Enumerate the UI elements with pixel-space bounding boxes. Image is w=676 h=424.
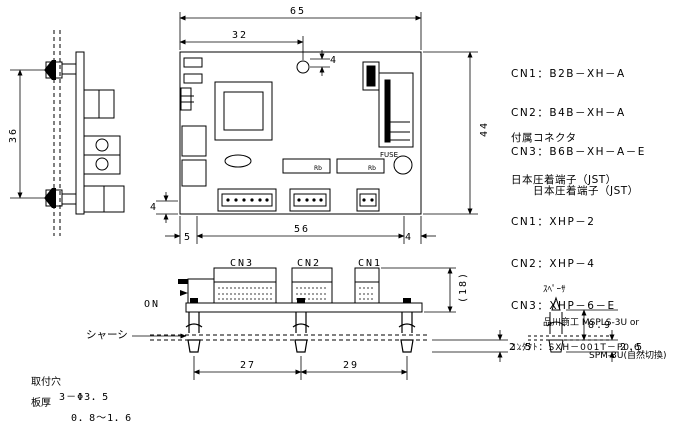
cn2-label: CN2 bbox=[297, 258, 321, 269]
pcb-outline bbox=[179, 51, 422, 215]
cn3-label: CN3 bbox=[230, 258, 254, 269]
spacer-note: ｽﾍﾟｰｻ 品川商工 MSPLS-3U or SPM-3U(自然切換) bbox=[543, 263, 667, 373]
dim-spacer-length: 8.9 bbox=[588, 320, 612, 331]
transformer bbox=[214, 81, 273, 141]
spacer-title: ｽﾍﾟｰｻ bbox=[543, 285, 566, 295]
accessory-contact: ｺﾝﾀｸﾄ：SXH－001T－P0.6 bbox=[511, 343, 641, 353]
dim-b: 29 bbox=[343, 360, 359, 371]
accessory-maker: 日本圧着端子（JST） bbox=[511, 174, 617, 186]
hole-label: 取付穴 bbox=[31, 377, 62, 388]
cn3-top bbox=[217, 188, 277, 212]
fuse-label: FUSE bbox=[380, 151, 398, 159]
mounting-hole-top bbox=[296, 60, 310, 74]
chassis-label: シャーシ bbox=[86, 329, 128, 341]
dim-side-hole-pitch: 36 bbox=[8, 127, 19, 143]
cn1-top bbox=[356, 188, 380, 212]
left-side-view bbox=[45, 30, 125, 236]
rb2-label: Rb bbox=[368, 165, 376, 172]
mounting-hole-spec: 取付穴 3－Φ3．5 bbox=[17, 362, 109, 403]
cn2-spec: CN2：B4B－XH－A bbox=[511, 107, 626, 119]
spacer-detail bbox=[528, 296, 612, 353]
accessory-cn2: CN2：XHP－4 bbox=[511, 258, 596, 270]
accessory-cn3: CN3：XHP－6－E bbox=[511, 300, 616, 312]
dim-right-margin: 4 bbox=[405, 232, 413, 243]
thickness-label: 板厚 bbox=[31, 398, 52, 409]
accessory-cn1: CN1：XHP－2 bbox=[511, 216, 596, 228]
cn1-spec: CN1：B2B－XH－A bbox=[511, 68, 626, 80]
accessory-connector-list: 付属コネクタ 日本圧着端子（JST） CN1：XHP－2 CN2：XHP－4 C… bbox=[511, 103, 641, 369]
dim-component-height: (18) bbox=[458, 271, 469, 303]
accessory-heading: 付属コネクタ bbox=[511, 132, 577, 144]
rb1 bbox=[282, 158, 331, 174]
dim-left-margin: 5 bbox=[184, 232, 192, 243]
spacer-maker: 品川商工 MSPLS-3U or bbox=[543, 318, 640, 328]
hole-value: 3－Φ3．5 bbox=[59, 392, 110, 403]
top-view bbox=[179, 51, 422, 215]
spacer-alt: SPM-3U(自然切換) bbox=[589, 351, 667, 361]
cn3-spec: CN3：B6B－XH－A－E bbox=[511, 146, 646, 158]
dim-hole-offset: 4 bbox=[330, 55, 338, 66]
cn2-top bbox=[289, 188, 331, 212]
front-view bbox=[150, 267, 430, 341]
dim-hole-pitch: 56 bbox=[294, 224, 310, 235]
dim-standoff-gap: 2.5 bbox=[509, 342, 533, 353]
thickness-value: 0．8～1．6 bbox=[71, 413, 133, 424]
dim-board-height: 44 bbox=[479, 121, 490, 137]
rb2 bbox=[336, 158, 385, 174]
on-label: ON bbox=[144, 299, 160, 310]
dim-a: 27 bbox=[240, 360, 256, 371]
cn1-label: CN1 bbox=[358, 258, 382, 269]
dim-spacer-gap: 2.5 bbox=[620, 342, 644, 353]
connector-list: CN1：B2B－XH－A CN2：B4B－XH－A CN3：B6B－XH－A－E… bbox=[511, 42, 646, 211]
rb1-label: Rb bbox=[314, 165, 322, 172]
dim-board-width: 65 bbox=[290, 6, 306, 17]
connector-maker: 日本圧着端子（JST） bbox=[533, 185, 639, 197]
dim-bottom-margin: 4 bbox=[150, 202, 158, 213]
dim-cn3-offset: 32 bbox=[232, 30, 248, 41]
thickness-spec: 板厚 0．8～1．6 bbox=[17, 383, 132, 424]
